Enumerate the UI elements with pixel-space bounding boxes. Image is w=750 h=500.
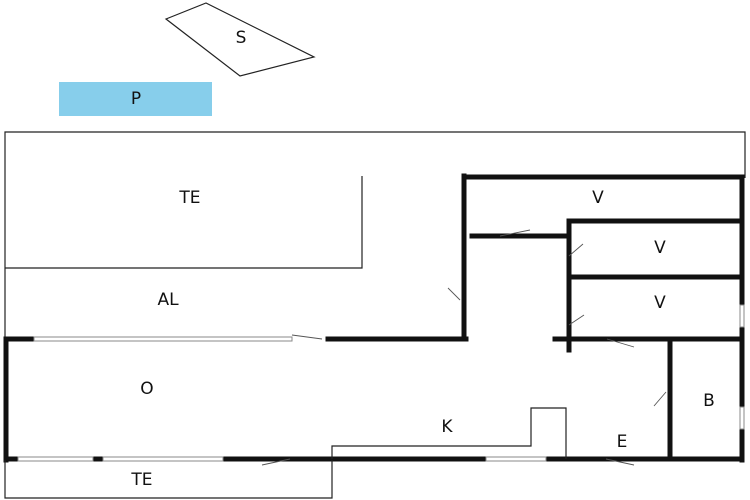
walls (3, 173, 745, 463)
door-swings (261, 229, 667, 466)
room-label-v2: V (654, 238, 666, 258)
terrace-inner-line (5, 176, 363, 269)
room-label-e: E (617, 432, 628, 452)
pool-label: P (131, 89, 141, 109)
windows (17, 304, 745, 462)
room-label-o: O (140, 379, 153, 399)
shed-label: S (236, 28, 247, 48)
shed-outline (164, 2, 316, 77)
room-label-terrace-bottom: TE (130, 470, 152, 490)
room-label-v1: V (592, 188, 604, 208)
room-label-v3: V (654, 293, 666, 313)
room-label-k: K (441, 417, 453, 437)
pool (59, 82, 212, 116)
room-label-b: B (703, 391, 715, 411)
terrace-outline (4, 131, 746, 340)
bottom-terrace-outline (4, 460, 333, 499)
kitchen-counter (331, 407, 567, 459)
room-label-al: AL (157, 290, 179, 310)
room-label-terrace-top: TE (178, 188, 200, 208)
